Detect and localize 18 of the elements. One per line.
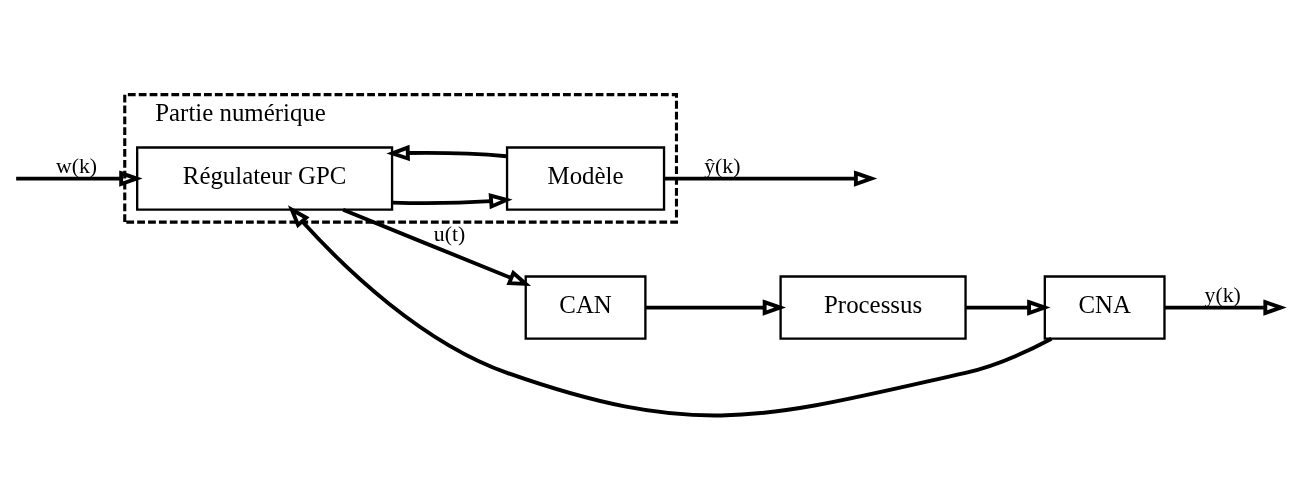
arrow	[386, 144, 507, 161]
arrow	[342, 207, 532, 286]
arrow	[664, 169, 878, 187]
edge-label: y(k)	[1204, 282, 1241, 307]
node-box: Modèle	[505, 145, 666, 211]
arrow	[16, 169, 143, 187]
arrow	[287, 204, 1053, 417]
arrow	[646, 298, 787, 316]
node-box: CAN	[524, 274, 647, 340]
edge-label: ŷ(k)	[704, 153, 741, 178]
edge-label: w(k)	[56, 153, 98, 178]
edge-label: u(t)	[433, 221, 466, 246]
node-box: CNA	[1043, 274, 1166, 340]
node-box: Régulateur GPC	[136, 145, 394, 211]
arrow	[1164, 298, 1287, 316]
arrow	[392, 192, 513, 209]
node-box: Processus	[779, 274, 967, 340]
arrow	[965, 298, 1051, 316]
